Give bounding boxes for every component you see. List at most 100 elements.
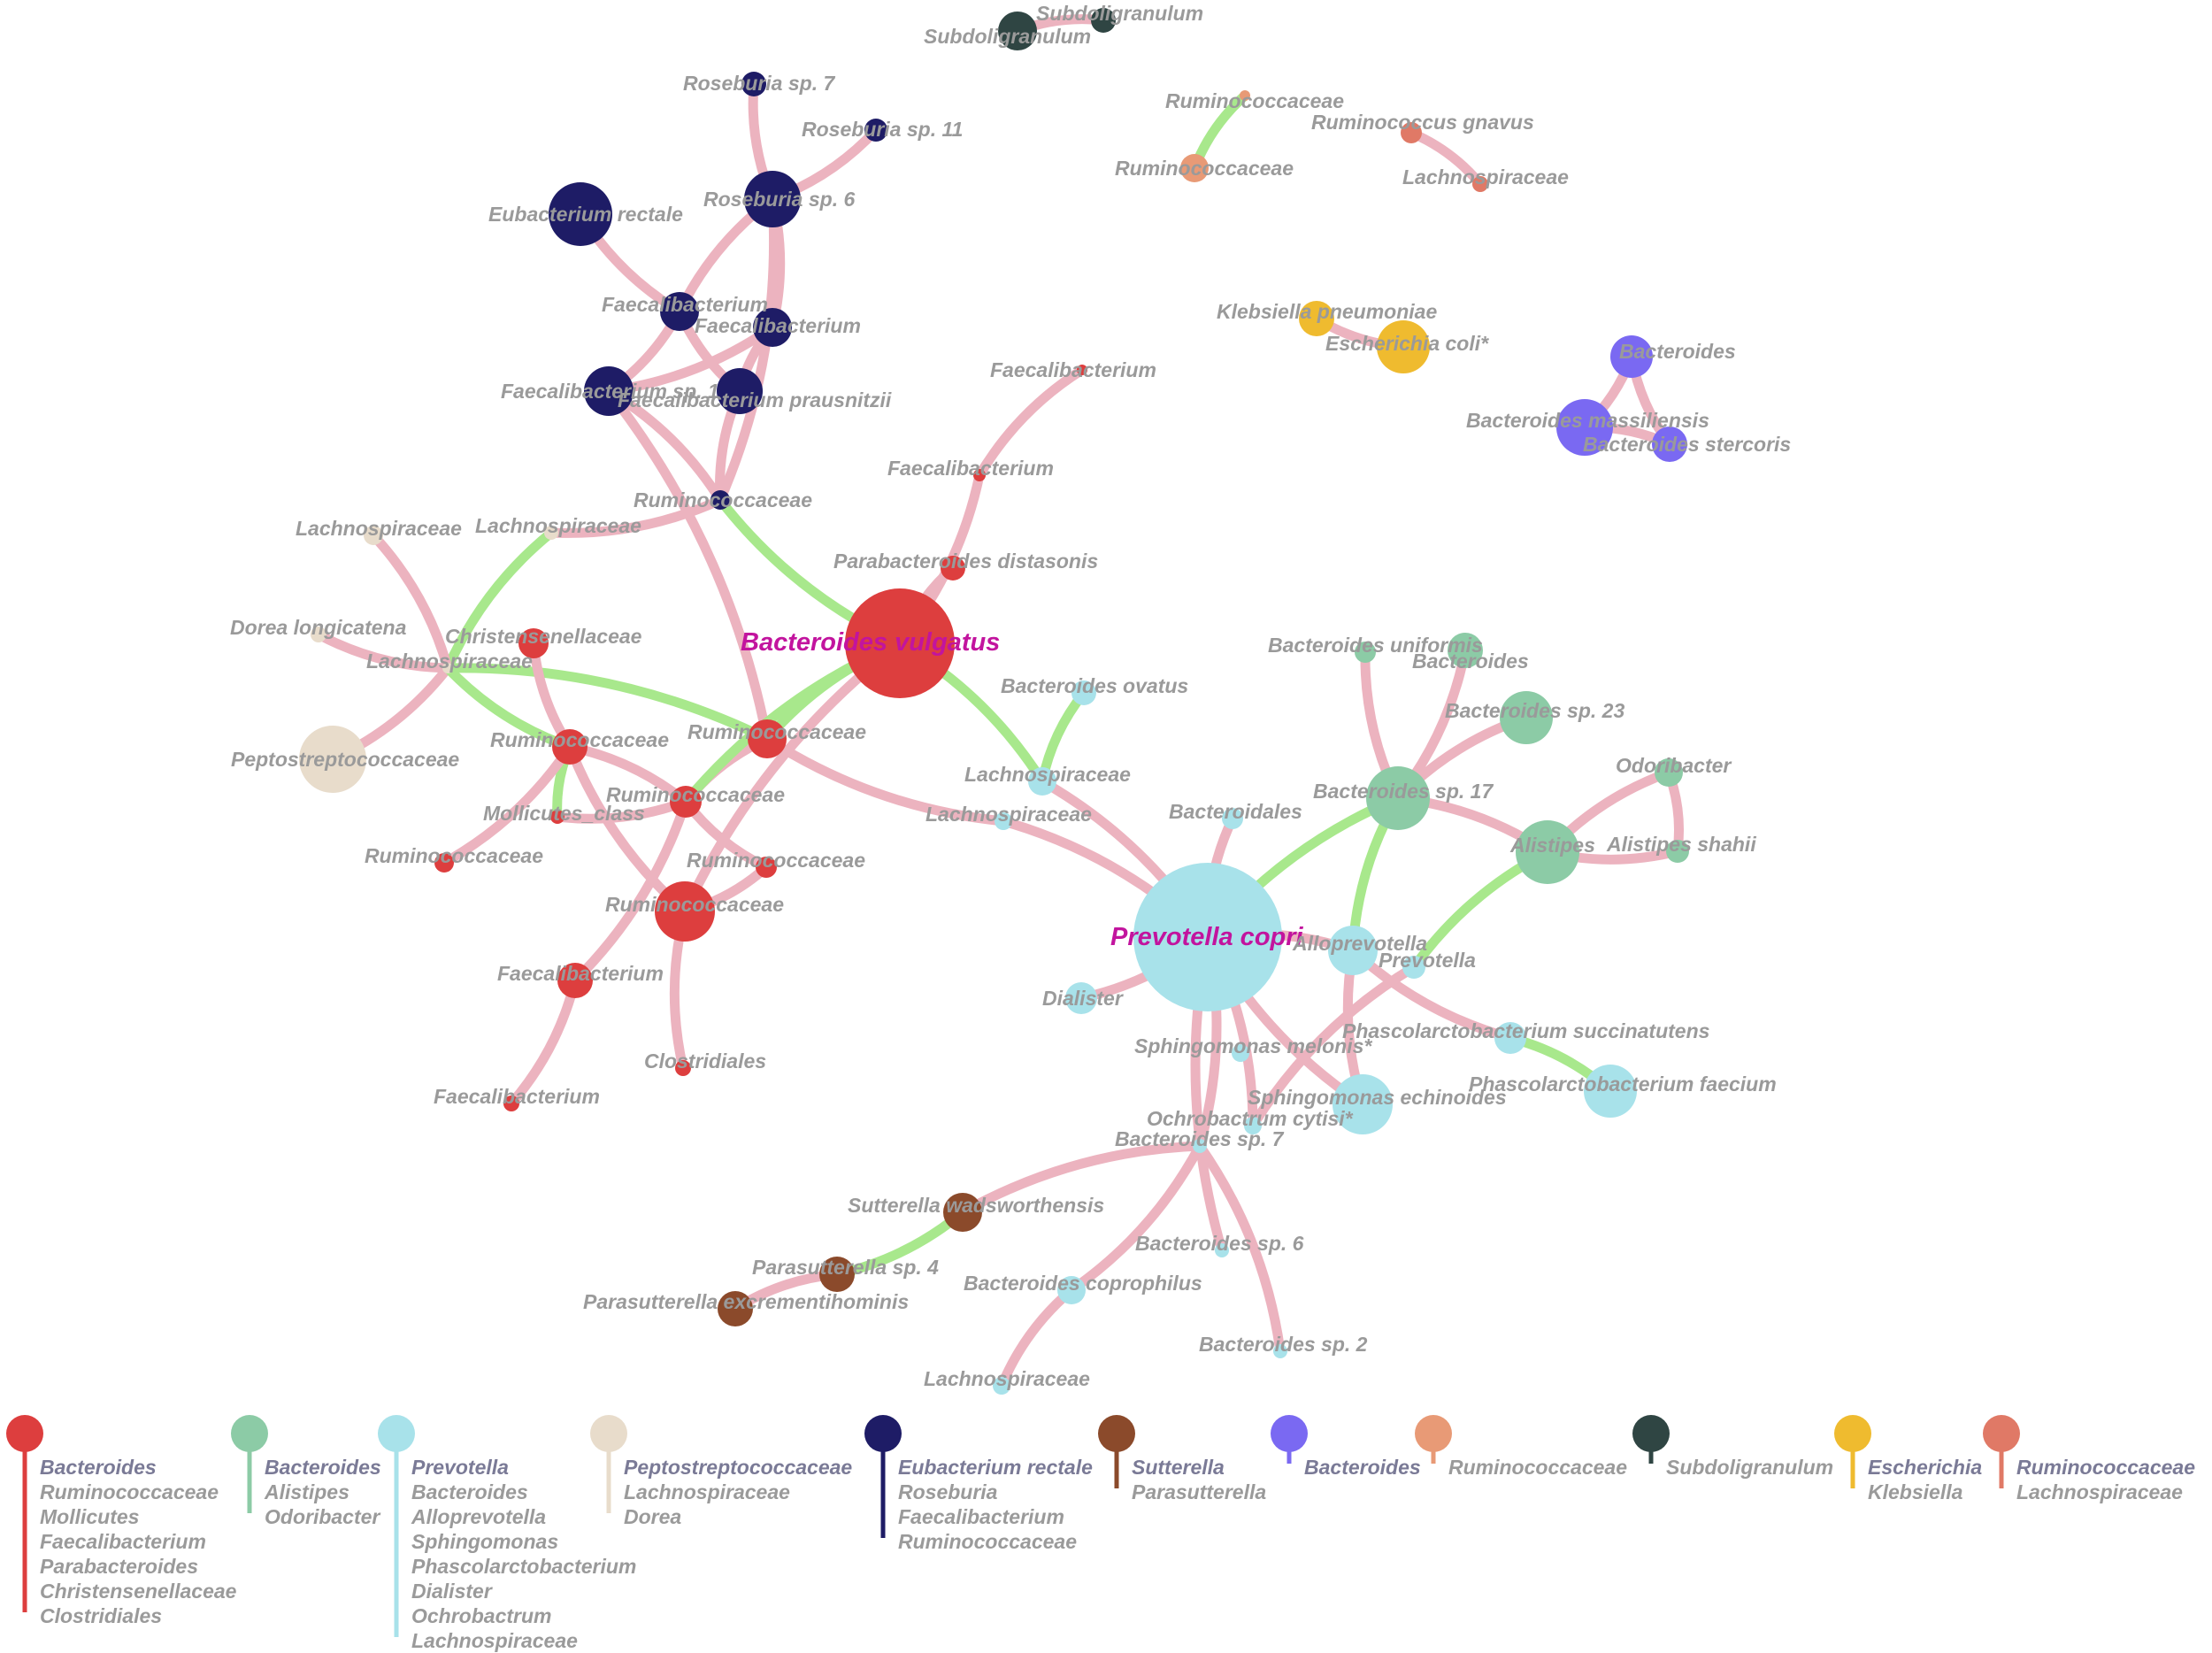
legend-group-salmon: Ruminococcaceae xyxy=(1415,1415,1627,1479)
legend-item: Ruminococcaceae xyxy=(898,1530,1077,1553)
edge-lach_b3-rum_r2 xyxy=(442,663,772,744)
legend-swatch xyxy=(1983,1415,2020,1452)
node-clostr xyxy=(675,1060,691,1076)
legend-swatch xyxy=(1415,1415,1452,1452)
node-label-ros7: Roseburia sp. 7 xyxy=(683,72,835,95)
node-label-faecsp1: Faecalibacterium sp. 1 xyxy=(501,380,719,403)
node-label-bac_g: Bacteroides xyxy=(1412,650,1529,673)
node-faec_n2 xyxy=(753,308,792,347)
node-label-lach_b2: Lachnospiraceae xyxy=(475,514,641,537)
node-label-ashahii: Alistipes shahii xyxy=(1606,833,1756,856)
legend-swatch xyxy=(1834,1415,1871,1452)
legend-group-darkslate: Subdoligranulum xyxy=(1632,1415,1833,1479)
legend-group-beige: PeptostreptococcaceaeLachnospiraceaeDore… xyxy=(590,1415,852,1528)
legend-item: Phascolarctobacterium xyxy=(411,1555,636,1578)
node-label-bovat: Bacteroides ovatus xyxy=(1001,674,1188,697)
node-bacles xyxy=(1222,808,1243,829)
node-label-rgnavus: Ruminococcus gnavus xyxy=(1311,111,1534,134)
node-label-bsp7: Bacteroides sp. 7 xyxy=(1115,1127,1285,1150)
node-label-psucc: Phascolarctobacterium succinatutens xyxy=(1342,1019,1709,1042)
edge-bsp7-bcopro xyxy=(1066,1141,1205,1295)
node-rgnavus xyxy=(1401,122,1422,143)
legend-item: Parabacteroides xyxy=(40,1555,198,1578)
legend-item: Eubacterium rectale xyxy=(898,1456,1093,1479)
node-pexcr xyxy=(718,1291,753,1326)
node-label-faec_n2: Faecalibacterium xyxy=(695,314,861,337)
node-label-smelo: Sphingomonas melonis* xyxy=(1134,1034,1372,1057)
node-label-rum_r2: Ruminococcaceae xyxy=(687,720,866,743)
node-bsp23 xyxy=(1500,691,1553,744)
edge-ros6-rum_n xyxy=(715,194,780,505)
node-label-rum_r5: Ruminococcaceae xyxy=(687,849,865,872)
node-label-faec_r4: Faecalibacterium xyxy=(434,1085,600,1108)
node-label-lach_cy1: Lachnospiraceae xyxy=(964,763,1131,786)
node-rum_r3 xyxy=(670,786,702,818)
node-label-lach_b3: Lachnospiraceae xyxy=(366,650,533,673)
legend-item: Dorea xyxy=(624,1505,681,1528)
legend-item: Bacteroides xyxy=(265,1456,381,1479)
node-rum_r5 xyxy=(756,857,777,878)
node-label-sub1: Subdoligranulum xyxy=(924,25,1091,48)
legend-swatch xyxy=(864,1415,902,1452)
edge-rum_r3-faec_r3 xyxy=(570,796,691,986)
node-odori xyxy=(1655,758,1683,787)
node-rum_r1 xyxy=(552,729,588,765)
legend-item: Ruminococcaceae xyxy=(40,1480,219,1503)
node-faecsp1 xyxy=(584,366,634,416)
legend-item: Bacteroides xyxy=(411,1480,528,1503)
node-smelo xyxy=(1232,1044,1249,1062)
node-label-sechi: Sphingomonas echinoides xyxy=(1248,1086,1507,1109)
node-label-ros11: Roseburia sp. 11 xyxy=(802,118,963,141)
edge-dorea-lach_b3 xyxy=(313,629,453,673)
node-label-rum_r6: Ruminococcaceae xyxy=(605,893,784,916)
node-label-rum_n: Ruminococcaceae xyxy=(634,488,812,511)
node-faec_r4 xyxy=(503,1096,519,1111)
node-sub2 xyxy=(1091,8,1116,33)
node-label-alist: Alistipes xyxy=(1509,834,1595,857)
legend-item: Dialister xyxy=(411,1580,493,1603)
legend-item: Klebsiella xyxy=(1868,1480,1963,1503)
legend-item: Lachnospiraceae xyxy=(2016,1480,2183,1503)
node-fprau xyxy=(717,368,763,414)
node-lach_b3 xyxy=(442,663,453,673)
legend-item: Subdoligranulum xyxy=(1666,1456,1833,1479)
node-bv xyxy=(845,588,955,698)
node-label-lach_cy3: Lachnospiraceae xyxy=(924,1367,1090,1390)
node-ashahii xyxy=(1666,840,1689,863)
nodes-layer xyxy=(299,8,1689,1395)
node-label-rum_s1: Ruminococcaceae xyxy=(1165,89,1344,112)
node-label-sub2: Subdoligranulum xyxy=(1036,2,1203,25)
node-bsp6 xyxy=(1215,1243,1229,1257)
edge-rum_r1-rum_r4 xyxy=(439,742,575,868)
node-label-eubrec: Eubacterium rectale xyxy=(488,203,683,226)
node-label-bmass: Bacteroides massiliensis xyxy=(1466,409,1709,432)
node-moll xyxy=(550,810,565,824)
legend-item: Christensenellaceae xyxy=(40,1580,237,1603)
node-label-clostr: Clostridiales xyxy=(644,1049,766,1073)
node-label-rum_r3: Ruminococcaceae xyxy=(606,783,785,806)
node-bunif xyxy=(1355,642,1376,663)
legend-item: Alloprevotella xyxy=(411,1505,546,1528)
legend-item: Prevotella xyxy=(411,1456,509,1479)
node-label-dorea: Dorea longicatena xyxy=(230,616,407,639)
legend-item: Alistipes xyxy=(264,1480,349,1503)
legend-item: Faecalibacterium xyxy=(898,1505,1064,1528)
node-label-rum_s2: Ruminococcaceae xyxy=(1115,157,1294,180)
node-psp4 xyxy=(819,1257,855,1292)
node-label-kpneu: Klebsiella pneumoniae xyxy=(1217,300,1437,323)
node-label-faec_r1: Faecalibacterium xyxy=(990,358,1156,381)
node-rum_r4 xyxy=(434,853,454,873)
node-kpneu xyxy=(1299,301,1334,336)
node-bac_g xyxy=(1448,633,1483,668)
legend-item: Bacteroides xyxy=(1304,1456,1421,1479)
node-pdist xyxy=(941,556,965,580)
node-label-bac_p: Bacteroides xyxy=(1619,340,1736,363)
node-lach_b2 xyxy=(544,526,558,540)
edge-rum_r2-lach_cy2 xyxy=(762,734,1009,826)
node-prev xyxy=(1402,956,1425,979)
edge-lach_b1-lach_b3 xyxy=(368,530,453,673)
legend-item: Faecalibacterium xyxy=(40,1530,206,1553)
